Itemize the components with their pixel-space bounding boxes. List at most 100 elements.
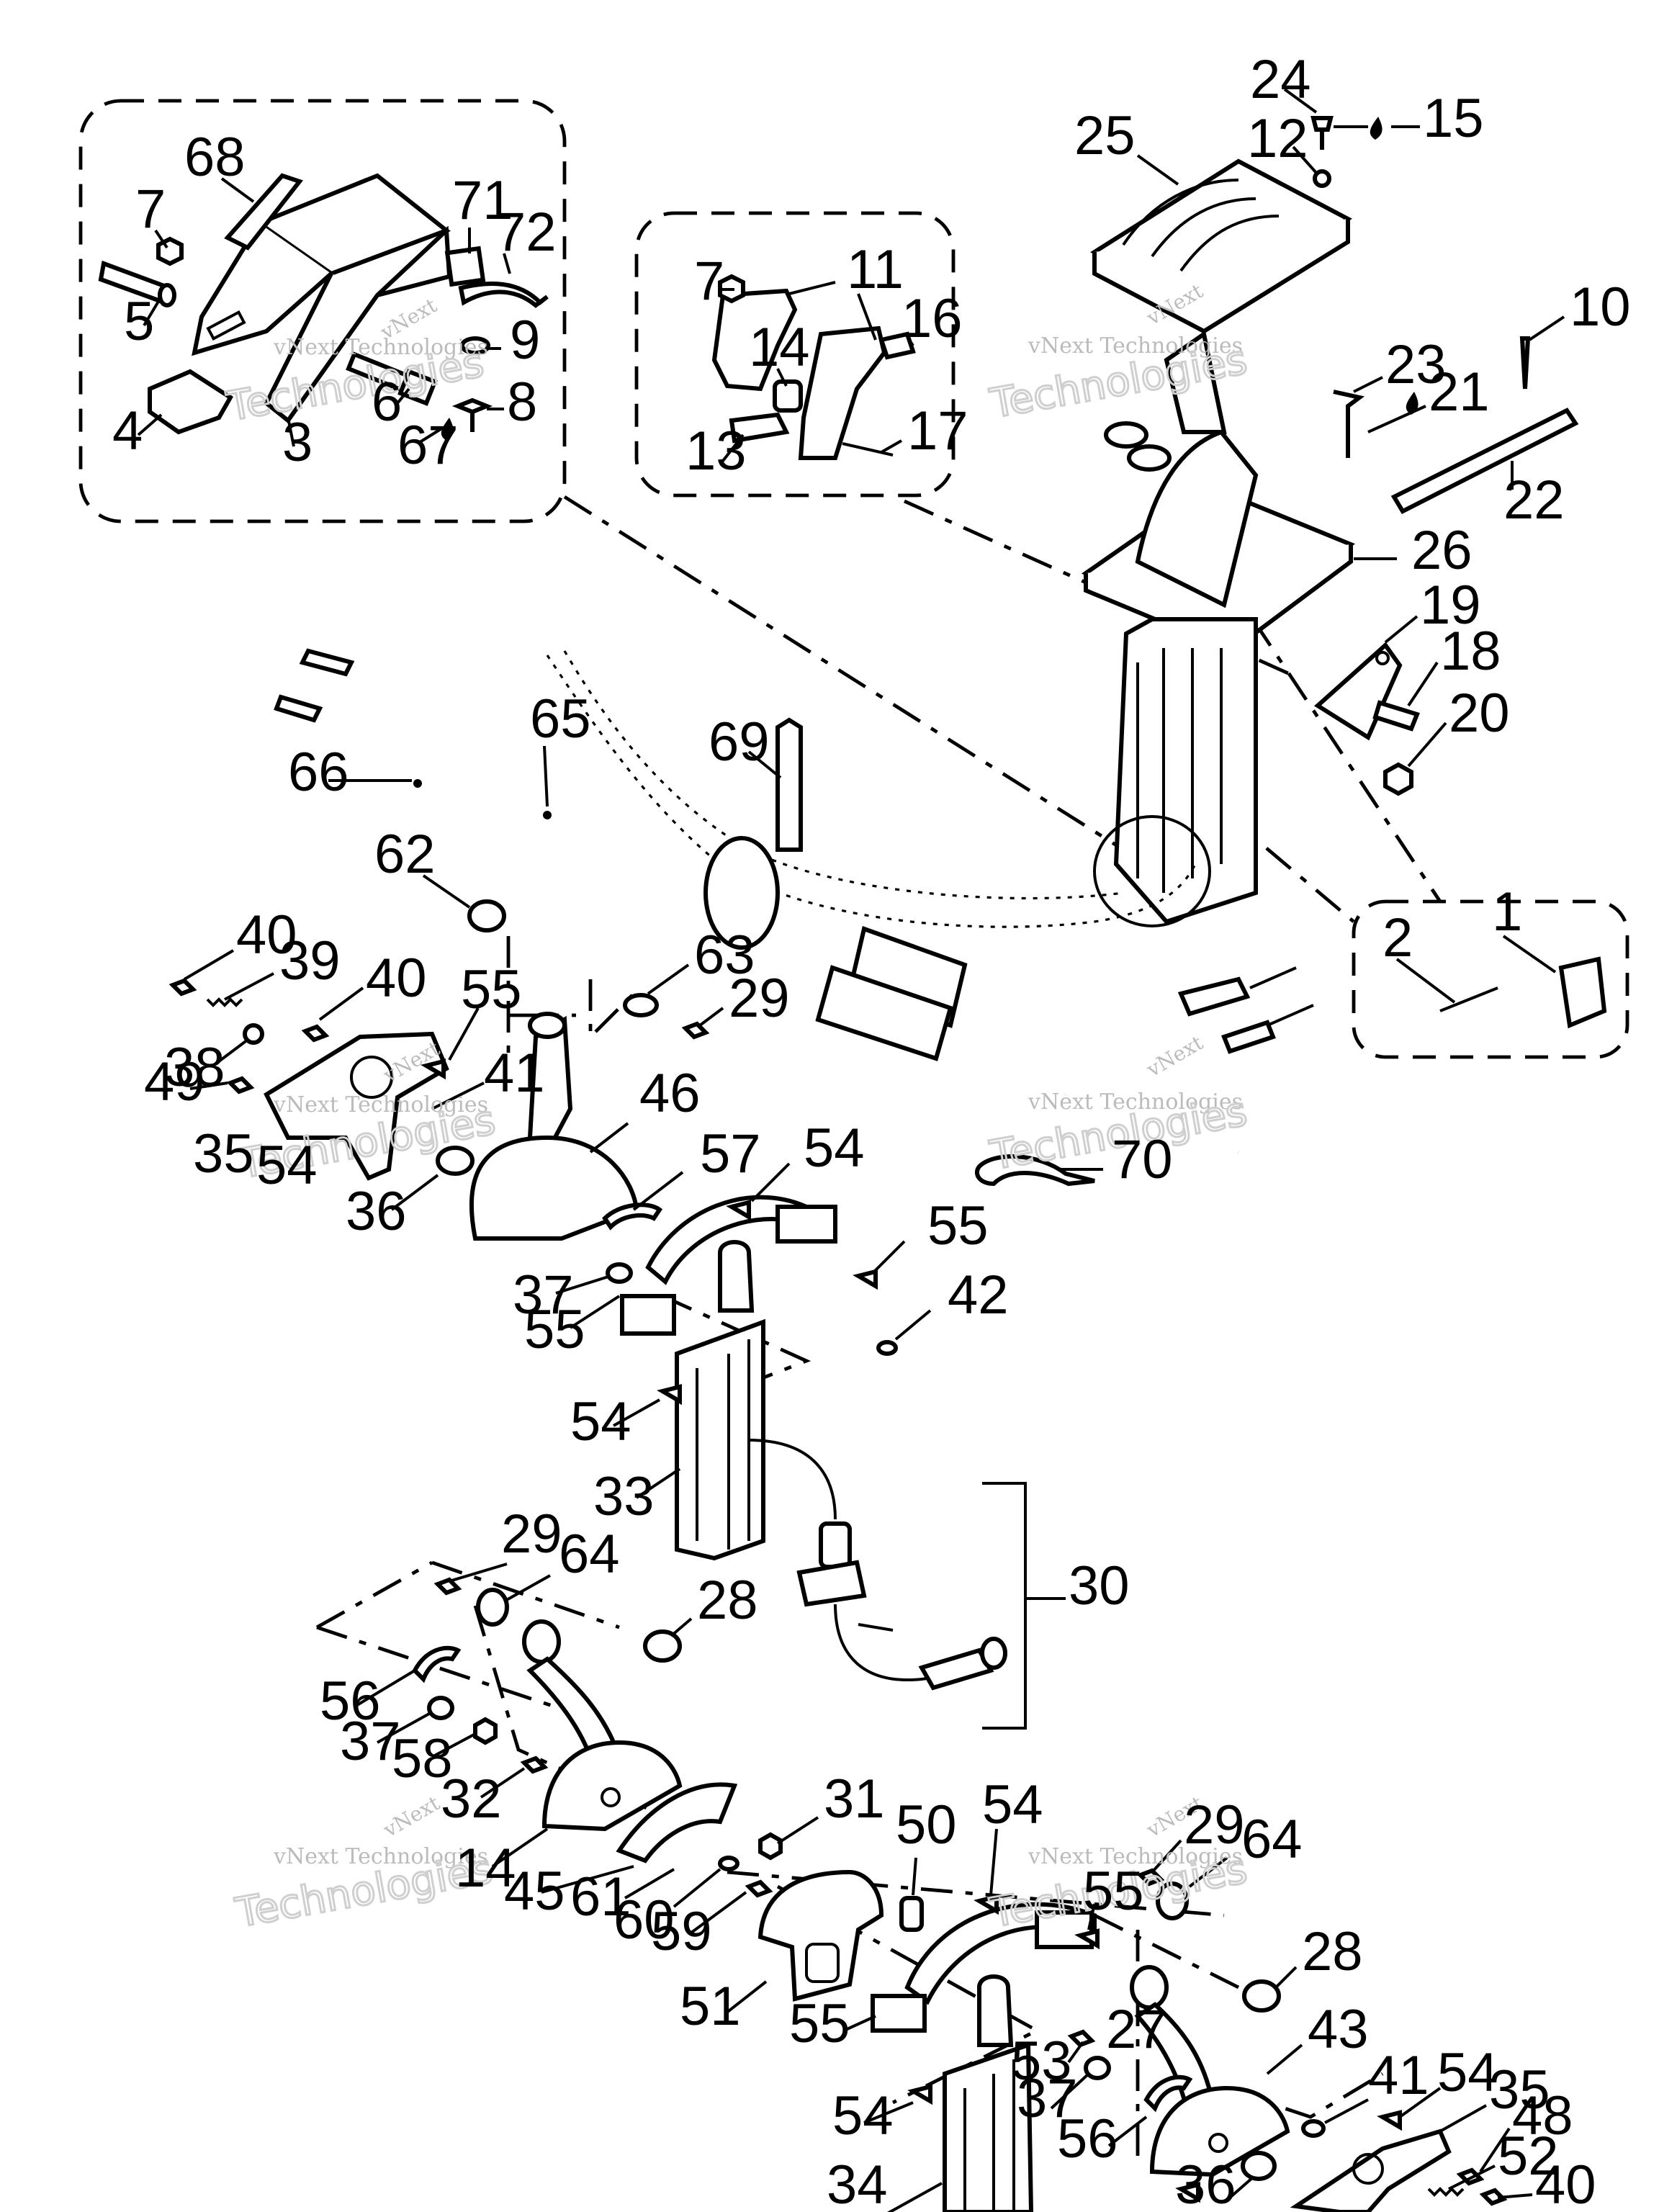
pin-42	[876, 1340, 898, 1356]
callout-17: 17	[907, 400, 968, 462]
callout-56-b: 56	[1057, 2108, 1118, 2170]
pin-5	[98, 260, 176, 307]
callout-15: 15	[1423, 88, 1484, 149]
grommet-62	[467, 899, 506, 932]
callout-32: 32	[441, 1768, 502, 1830]
callout-labels: 68 7 71 72 5 9 6 8 4 3 67 11 7 16 14 13 …	[112, 49, 1631, 2212]
plate-11	[711, 288, 798, 392]
drop-icon-21	[1406, 392, 1419, 415]
clip-54-c	[974, 1894, 999, 1915]
callout-54-d: 54	[982, 1774, 1043, 1835]
svg-text:vNext: vNext	[1142, 1030, 1208, 1082]
clip-56-b	[1143, 2074, 1193, 2113]
callout-16: 16	[902, 288, 963, 349]
callout-29-low: 29	[1184, 1794, 1245, 1856]
clip-56-a	[412, 1645, 462, 1683]
callout-71: 71	[452, 170, 513, 231]
callout-64-a: 64	[559, 1524, 620, 1585]
callout-12: 12	[1247, 108, 1308, 169]
washer-9	[460, 336, 490, 355]
callout-64-b: 64	[1241, 1809, 1303, 1870]
callout-53: 53	[1011, 2031, 1072, 2092]
ring-36-b	[1241, 2151, 1277, 2181]
callout-1: 1	[1492, 881, 1522, 943]
screw-27	[1067, 2029, 1096, 2048]
latch-13	[729, 412, 790, 444]
plate-11b	[798, 325, 887, 460]
callout-40-low: 40	[1535, 2154, 1596, 2212]
callout-31: 31	[824, 1768, 885, 1830]
bushing-37-c	[1084, 2056, 1111, 2080]
svg-text:vNext Technologies: vNext Technologies	[273, 335, 488, 360]
callout-51: 51	[680, 1976, 741, 2037]
callout-39: 39	[279, 930, 341, 992]
housing-33	[620, 1195, 837, 1561]
clip-54-b	[657, 1384, 682, 1406]
nut-31	[758, 1832, 783, 1861]
dotted-cable-route	[546, 655, 1197, 928]
pad-71	[444, 246, 486, 287]
callout-40-mid: 40	[366, 948, 427, 1009]
callout-36: 36	[346, 1181, 407, 1242]
screw-23	[1333, 390, 1365, 458]
pin-2	[1439, 986, 1498, 1012]
bracket-19	[1314, 642, 1403, 741]
grommet-64-b	[1156, 1881, 1189, 1920]
tie-72	[458, 282, 549, 308]
bushing-37-b	[427, 1696, 454, 1720]
callout-67: 67	[397, 415, 459, 476]
clip-54-a	[726, 1200, 751, 1221]
washer-60	[718, 1856, 739, 1871]
callout-57: 57	[700, 1123, 761, 1184]
cable-66	[308, 698, 1241, 1156]
callout-46: 46	[639, 1063, 701, 1124]
screw-32	[520, 1755, 549, 1774]
callout-55-c: 55	[524, 1299, 585, 1360]
screw-59	[745, 1879, 773, 1898]
callout-18: 18	[1440, 621, 1501, 682]
callout-7-left: 7	[135, 179, 166, 240]
clip-54-f	[1175, 2182, 1200, 2203]
bushing-41-b	[1301, 2119, 1326, 2138]
callout-24: 24	[1250, 49, 1311, 110]
ball-38	[243, 1023, 264, 1045]
callout-35-b: 35	[1489, 2059, 1550, 2121]
callout-60: 60	[613, 1889, 675, 1951]
callout-54-f: 54	[832, 2085, 894, 2146]
callout-72: 72	[495, 202, 557, 263]
inset-box-right	[1352, 899, 1629, 1059]
callout-25: 25	[1074, 105, 1136, 166]
clip-54-d	[907, 2084, 932, 2105]
cable-66-end	[274, 694, 323, 723]
screw-24	[1310, 116, 1334, 150]
callout-58: 58	[392, 1728, 453, 1789]
callout-19: 19	[1420, 575, 1481, 636]
callout-62: 62	[374, 824, 436, 885]
screw-29-low	[1136, 1868, 1165, 1887]
nut-7-left	[156, 236, 184, 266]
clip-55-a	[421, 1058, 446, 1080]
svg-text:vNext Technologies: vNext Technologies	[1028, 333, 1243, 359]
svg-text:vNext Technologies: vNext Technologies	[273, 1844, 488, 1869]
cap-28-a	[643, 1629, 682, 1663]
callout-11: 11	[847, 239, 904, 300]
housing-34	[871, 1902, 1097, 2212]
callout-5: 5	[124, 291, 154, 352]
callout-50: 50	[896, 1794, 957, 1856]
spring-52	[1427, 2187, 1465, 2197]
strap-22	[1390, 408, 1579, 514]
screw-40-top	[168, 978, 197, 997]
callout-33: 33	[593, 1466, 655, 1527]
clip-4	[148, 369, 234, 435]
drop-icon-15	[1370, 117, 1382, 140]
washer-63	[623, 993, 659, 1017]
callout-41: 41	[484, 1043, 545, 1104]
callout-22: 22	[1503, 469, 1565, 531]
lever-43	[1130, 1965, 1290, 2177]
callout-45: 45	[504, 1861, 565, 1922]
sensor-30	[748, 1439, 1007, 1691]
callout-8: 8	[507, 372, 537, 433]
clip-54-e	[1377, 2110, 1402, 2131]
callout-54-e: 54	[1437, 2042, 1498, 2103]
callout-49: 49	[144, 1051, 205, 1112]
